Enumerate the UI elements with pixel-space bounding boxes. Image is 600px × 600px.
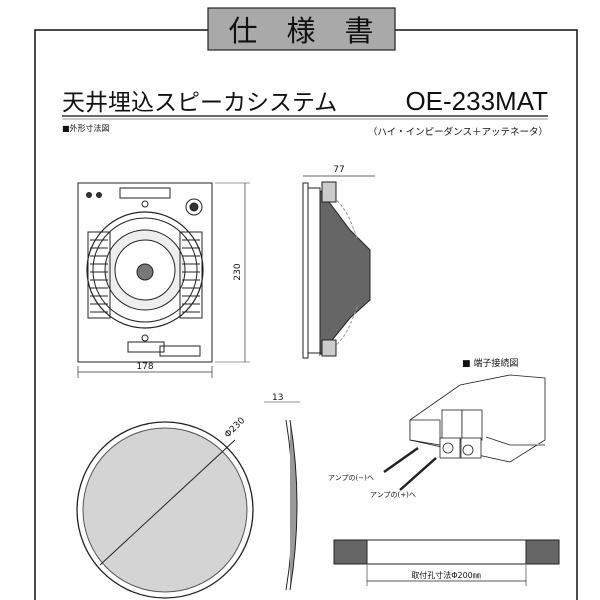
title-box (207, 7, 396, 51)
cutout-drawing (333, 539, 560, 586)
product-model: OE-233MAT (405, 86, 548, 116)
outline-section-label: ■外形寸法図 (62, 123, 110, 133)
grille-thickness-dimension: 13 (272, 393, 283, 403)
amp-plus-label: アンプの(+)へ (370, 491, 416, 499)
product-name: 天井埋込スピーカシステム (62, 90, 337, 116)
page-frame (34, 29, 578, 600)
grille-side-drawing (264, 401, 300, 591)
amp-minus-label: アンプの(−)へ (328, 474, 374, 482)
side-view-drawing (302, 181, 371, 359)
width-dimension: 178 (136, 362, 153, 372)
terminal-drawing (383, 374, 546, 491)
depth-dimension: 77 (333, 165, 344, 175)
grille-diameter-dimension: Φ230 (223, 416, 247, 440)
product-subtitle: （ハイ・インピーダンス＋アッテネータ） (368, 126, 548, 138)
grille-drawing (76, 421, 254, 599)
front-view-drawing (77, 182, 213, 363)
terminal-section-label: ■ 端子接続図 (462, 357, 518, 369)
height-dimension: 230 (233, 263, 243, 280)
cutout-dimension: 取付孔寸法Φ200㎜ (411, 570, 481, 580)
page-title: 仕 様 書 (228, 14, 373, 48)
